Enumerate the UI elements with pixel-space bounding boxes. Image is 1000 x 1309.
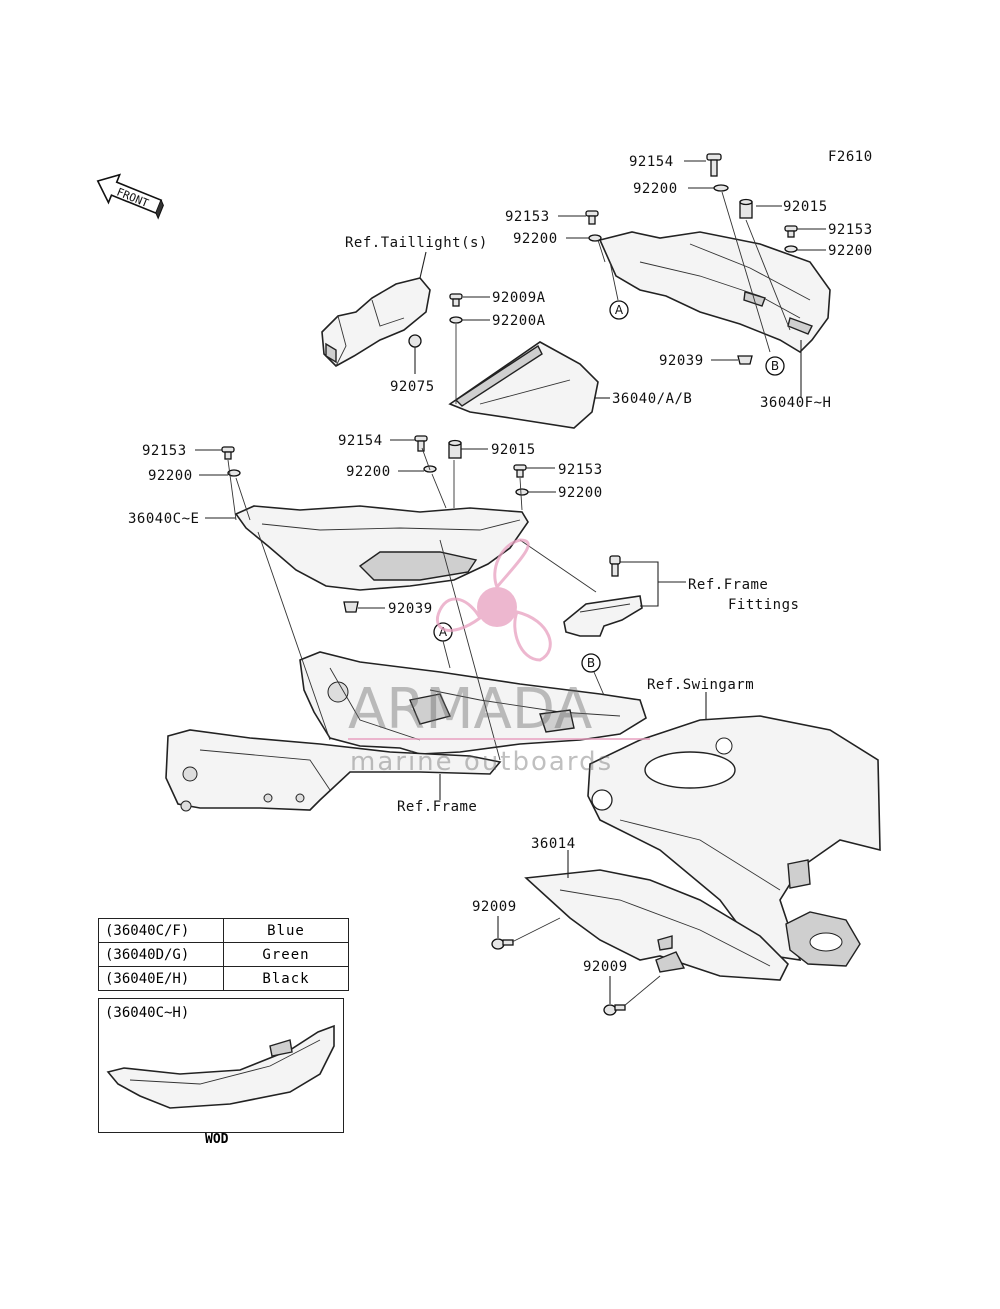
callout-36014: 36014 xyxy=(531,836,576,852)
callout-92154-top: 92154 xyxy=(629,154,674,170)
bolt-92154-m-icon xyxy=(414,435,428,452)
callout-92075: 92075 xyxy=(390,379,435,395)
armada-logo-watermark: ARMADA marine outboards xyxy=(348,538,650,777)
callout-92009-a: 92009 xyxy=(472,899,517,915)
callout-92200-r: 92200 xyxy=(828,243,873,259)
marker-b-top xyxy=(765,356,785,376)
watermark-tagline: marine outboards xyxy=(350,747,613,777)
front-arrow-icon: FRONT xyxy=(96,173,164,220)
color-code-cell: (36040E/H) xyxy=(98,966,224,991)
wod-cover-illustration xyxy=(106,1024,335,1109)
watermark-brand: ARMADA xyxy=(348,677,592,742)
subframe-part xyxy=(165,651,647,812)
callout-92015-m: 92015 xyxy=(491,442,536,458)
callout-92153-l: 92153 xyxy=(142,443,187,459)
callout-92153-c: 92153 xyxy=(558,462,603,478)
bolt-92009-b-icon xyxy=(603,1004,626,1016)
callout-92200-l: 92200 xyxy=(148,468,193,484)
callout-92200a: 92200A xyxy=(492,313,546,329)
table-row: (36040C/F) Blue xyxy=(98,918,349,943)
cover-36040ce-part xyxy=(234,505,529,591)
bolt-92153-c-icon xyxy=(513,464,527,478)
bolt-92154-top-icon xyxy=(706,153,722,177)
swingarm-part xyxy=(587,715,881,967)
washer-92200-top-icon xyxy=(713,184,729,192)
washer-92200-mid-icon xyxy=(588,234,602,242)
ref-swingarm-label: Ref.Swingarm xyxy=(647,677,754,693)
ref-frame-label: Ref.Frame xyxy=(397,799,477,815)
callout-92200-mid: 92200 xyxy=(513,231,558,247)
taillight-part xyxy=(321,277,431,367)
table-row: (36040E/H) Black xyxy=(98,966,349,991)
figure-code: F2610 xyxy=(828,149,873,165)
ref-frame-fittings-line2: Fittings xyxy=(728,597,799,613)
callout-92200-c: 92200 xyxy=(558,485,603,501)
wod-box: (36040C~H) xyxy=(98,998,344,1133)
callout-36040ce: 36040C~E xyxy=(128,511,199,527)
callout-92200-m: 92200 xyxy=(346,464,391,480)
color-name-cell: Blue xyxy=(223,918,349,943)
cover-36040ab-part xyxy=(448,341,599,429)
callout-36040fh: 36040F~H xyxy=(760,395,831,411)
clip-92039-r-icon xyxy=(737,355,753,365)
callout-92200-top: 92200 xyxy=(633,181,678,197)
frame-fitting-bracket-part xyxy=(563,555,643,637)
collar-92015-m-icon xyxy=(448,439,462,459)
marker-b-top-label: B xyxy=(771,359,779,373)
bolt-92153-r-icon xyxy=(784,225,798,238)
bolt-92153-l-icon xyxy=(221,446,235,460)
marker-b-frame xyxy=(581,653,601,673)
callout-92015-top: 92015 xyxy=(783,199,828,215)
marker-a-top xyxy=(609,300,629,320)
color-table: (36040C/F) Blue (36040D/G) Green (36040E… xyxy=(98,918,349,991)
wod-label: WOD xyxy=(205,1132,229,1147)
color-code-cell: (36040D/G) xyxy=(98,942,224,967)
washer-92200a-icon xyxy=(449,316,463,324)
washer-92200-c-icon xyxy=(515,488,529,496)
bolt-92009-a-icon xyxy=(491,938,514,950)
color-name-cell: Green xyxy=(223,942,349,967)
color-code-cell: (36040C/F) xyxy=(98,918,224,943)
ref-frame-fittings-line1: Ref.Frame xyxy=(688,577,768,593)
chain-guard-36014-part xyxy=(524,869,789,981)
callout-92153-mid: 92153 xyxy=(505,209,550,225)
callout-92009a: 92009A xyxy=(492,290,546,306)
washer-92200-r-icon xyxy=(784,245,798,253)
marker-a-frame-label: A xyxy=(439,625,448,639)
table-row: (36040D/G) Green xyxy=(98,942,349,967)
callout-92153-r: 92153 xyxy=(828,222,873,238)
collar-92015-top-icon xyxy=(739,198,753,219)
ref-taillight-label: Ref.Taillight(s) xyxy=(345,235,488,251)
callout-92154-m: 92154 xyxy=(338,433,383,449)
color-name-cell: Black xyxy=(223,966,349,991)
callout-92039-l: 92039 xyxy=(388,601,433,617)
callout-92009-b: 92009 xyxy=(583,959,628,975)
grommet-92075-icon xyxy=(408,334,422,348)
cover-36040fh-part xyxy=(598,231,831,354)
wod-title: (36040C~H) xyxy=(105,1005,190,1021)
callout-92039-r: 92039 xyxy=(659,353,704,369)
marker-a-top-label: A xyxy=(615,303,624,317)
marker-b-frame-label: B xyxy=(587,656,595,670)
bolt-92009a-icon xyxy=(449,293,463,307)
washer-92200-l-icon xyxy=(227,469,241,477)
bolt-92153-mid-icon xyxy=(585,210,599,225)
clip-92039-l-icon xyxy=(343,601,359,613)
callout-36040ab: 36040/A/B xyxy=(612,391,692,407)
